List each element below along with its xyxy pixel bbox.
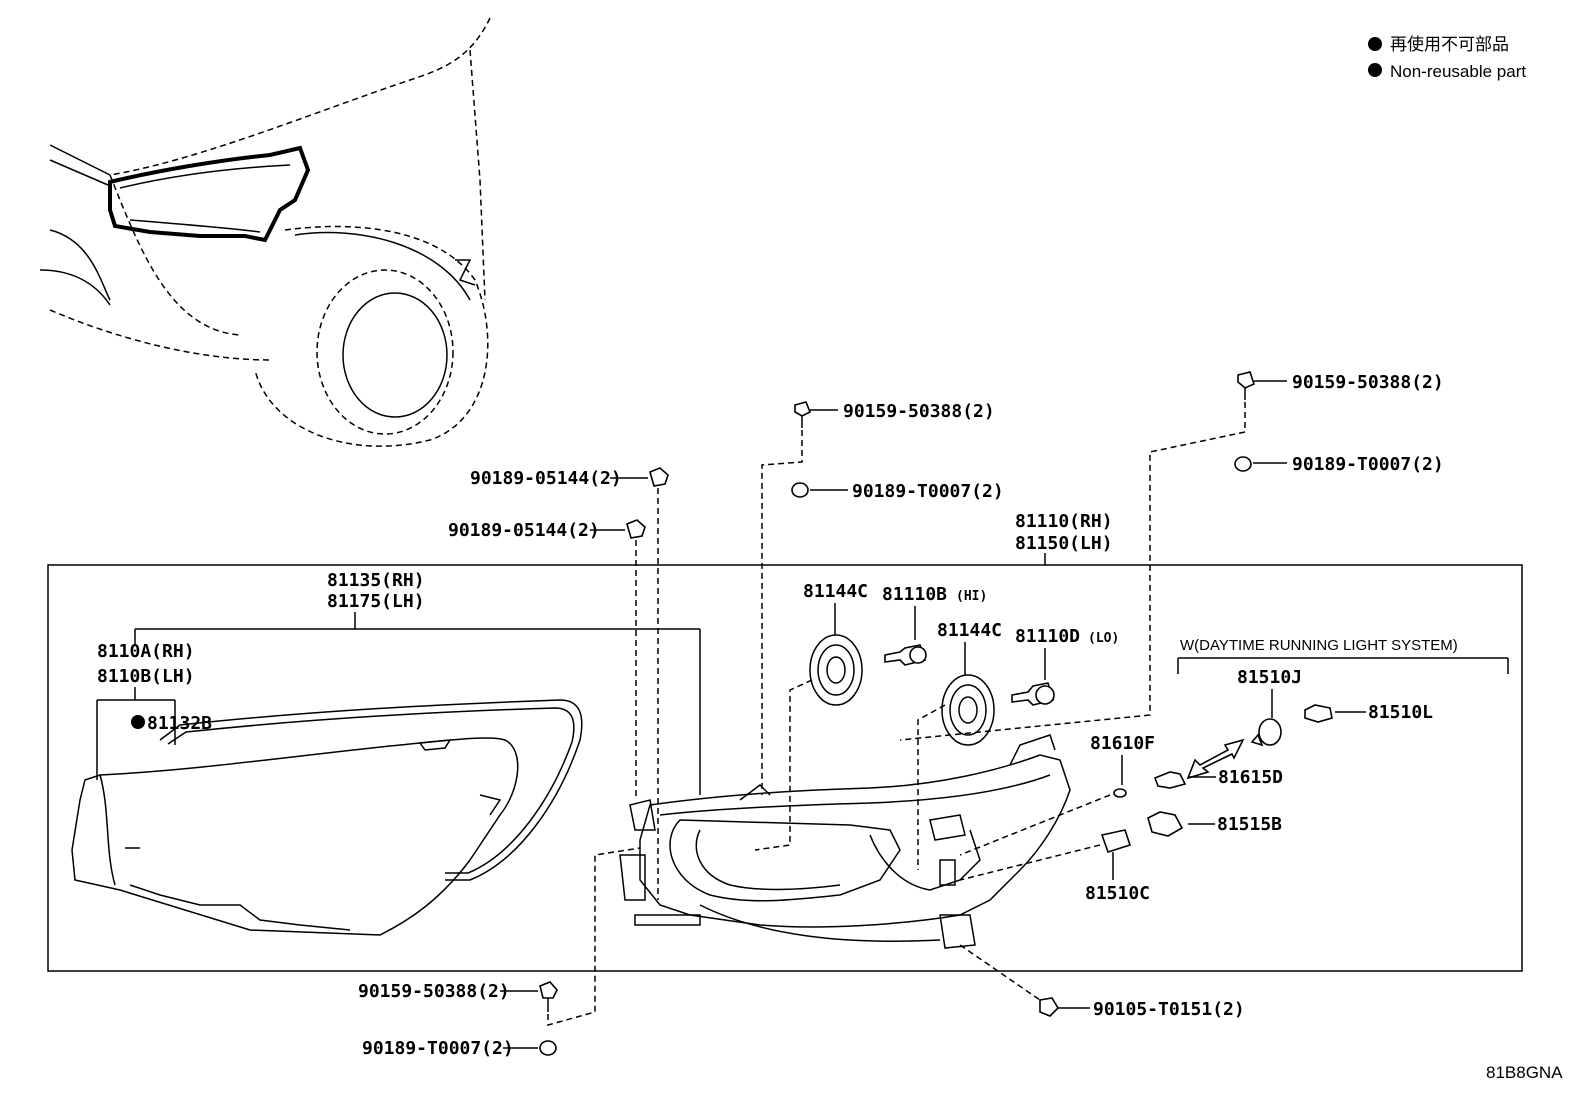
label-81110d: 81110D [1015, 626, 1080, 647]
socket-81515b [1147, 811, 1184, 837]
clip-upper: 90189-05144(2) [470, 467, 669, 900]
label-8110a-rh: 8110A(RH) [97, 641, 195, 662]
label-81110b: 81110B [882, 584, 947, 605]
label-clip-upper: 90189-05144(2) [470, 468, 622, 489]
fastener-bottom-right: 90105-T0151(2) [959, 944, 1245, 1020]
assembly-box [47, 564, 1523, 972]
label-81515b: 81515B [1217, 814, 1282, 835]
label-81144c-2: 81144C [937, 620, 1002, 641]
label-81510l: 81510L [1368, 702, 1433, 723]
label-washer-top-right: 90189-T0007(2) [1292, 454, 1444, 475]
non-reusable-dot-icon [131, 715, 145, 729]
non-reusable-dot-icon [1368, 37, 1382, 51]
legend: 再使用不可部品 Non-reusable part [1368, 34, 1526, 81]
drl-title: W(DAYTIME RUNNING LIGHT SYSTEM) [1180, 637, 1458, 654]
legend-english: Non-reusable part [1390, 62, 1526, 81]
label-81110-rh: 81110(RH) [1015, 511, 1113, 532]
fastener-top-middle: 90159-50388(2) 90189-T0007(2) [761, 401, 1004, 795]
label-81610f: 81610F [1090, 733, 1155, 754]
label-washer-bottom: 90189-T0007(2) [362, 1038, 514, 1059]
label-81132b: 81132B [147, 713, 212, 734]
fastener-top-right: 90159-50388(2) 90189-T0007(2) [899, 371, 1444, 741]
headlamp-housing [619, 734, 1071, 949]
bulb-cover-81144c-2: 81144C [937, 620, 1002, 746]
label-8110b-lh: 8110B(LH) [97, 666, 195, 687]
label-screw-bottom-right: 90105-T0151(2) [1093, 999, 1245, 1020]
label-81150-lh: 81150(LH) [1015, 533, 1113, 554]
label-bolt-top-right: 90159-50388(2) [1292, 372, 1444, 393]
label-81615d: 81615D [1218, 767, 1283, 788]
headlamp-lens [71, 699, 583, 936]
drl-section: W(DAYTIME RUNNING LIGHT SYSTEM) 81510J 8… [1177, 637, 1509, 780]
label-81144c-1: 81144C [803, 581, 868, 602]
label-81110b-suffix: (HI) [956, 589, 987, 604]
legend-japanese: 再使用不可部品 [1390, 34, 1509, 54]
clip-lower: 90189-05144(2) [448, 519, 646, 800]
label-81110d-suffix: (LO) [1088, 631, 1119, 646]
vehicle-location-illustration [39, 17, 491, 447]
label-bolt-top-middle: 90159-50388(2) [843, 401, 995, 422]
bulb-81610f [1113, 788, 1127, 798]
label-81510c: 81510C [1085, 883, 1150, 904]
diagram-code: 81B8GNA [1486, 1063, 1563, 1082]
label-81510j: 81510J [1237, 667, 1302, 688]
non-reusable-dot-icon [1368, 63, 1382, 77]
socket-81615d [1153, 771, 1187, 789]
fastener-bottom: 90159-50388(2) 90189-T0007(2) [358, 847, 641, 1059]
label-bolt-bottom: 90159-50388(2) [358, 981, 510, 1002]
label-81175-lh: 81175(LH) [327, 591, 425, 612]
bulb-81510c [1100, 829, 1132, 853]
bulb-cover-81144c-1: 81144C [803, 581, 868, 706]
label-81135-rh: 81135(RH) [327, 570, 425, 591]
bulb-81110b-hi: 81110B (HI) [882, 584, 987, 666]
label-clip-lower: 90189-05144(2) [448, 520, 600, 541]
label-washer-top-middle: 90189-T0007(2) [852, 481, 1004, 502]
bulb-81110d-lo: 81110D (LO) [1011, 626, 1119, 706]
